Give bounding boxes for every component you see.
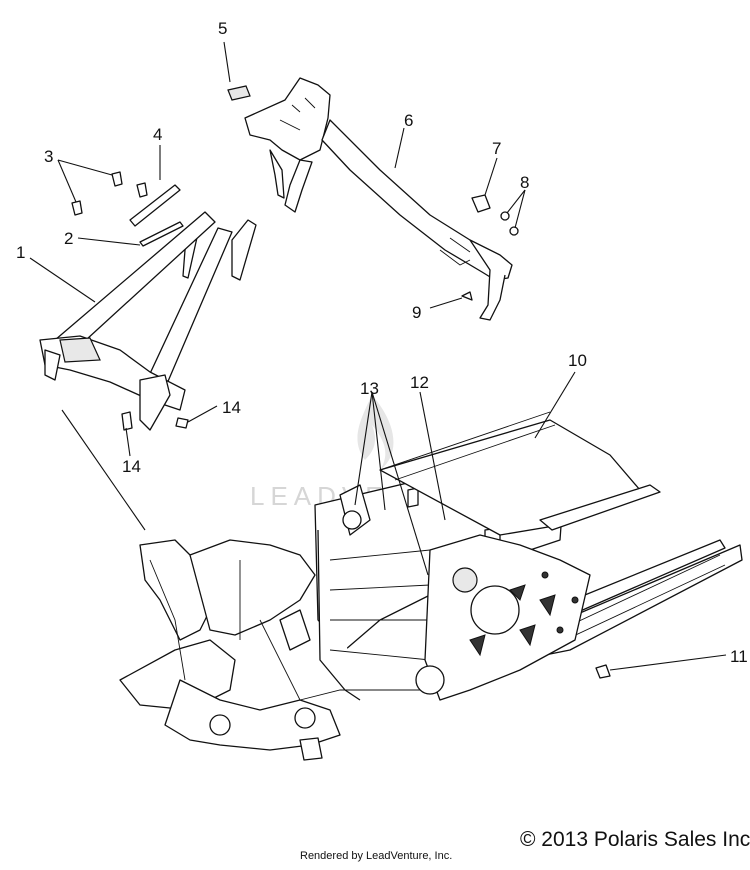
callout-3: 3: [44, 147, 53, 166]
part-3-bolts: [71, 171, 148, 216]
part-11-bolt: [595, 664, 611, 679]
rendered-by-credit: Rendered by LeadVenture, Inc.: [300, 850, 453, 862]
callout-14a: 14: [222, 398, 241, 417]
callout-9: 9: [412, 303, 421, 322]
callout-11: 11: [730, 647, 748, 666]
callout-4: 4: [153, 125, 162, 144]
callouts: 5 3 4 2 1 6 7 8 9 10 12 13 14 14 11: [16, 19, 748, 666]
callout-7: 7: [492, 139, 501, 158]
leader-lines: [29, 41, 727, 671]
copyright-notice: © 2013 Polaris Sales Inc.: [520, 828, 750, 851]
part-6-steering-post: [244, 77, 513, 321]
callout-8: 8: [520, 173, 529, 192]
callout-1: 1: [16, 243, 25, 262]
front-lower-frame: [119, 539, 445, 761]
callout-6: 6: [404, 111, 413, 130]
callout-2: 2: [64, 229, 73, 248]
callout-14b: 14: [122, 457, 141, 476]
part-14-bolts: [121, 411, 189, 431]
part-4-linkage: [129, 184, 257, 281]
part-1-front-frame: [39, 211, 233, 431]
callout-12: 12: [410, 373, 429, 392]
part-8-nuts: [500, 211, 519, 236]
callout-13: 13: [360, 379, 379, 398]
part-5-block: [227, 85, 251, 101]
part-7-bracket: [471, 194, 491, 213]
side-plate: [424, 534, 591, 701]
callout-10: 10: [568, 351, 587, 370]
part-9-clip: [461, 291, 473, 301]
callout-5: 5: [218, 19, 227, 38]
